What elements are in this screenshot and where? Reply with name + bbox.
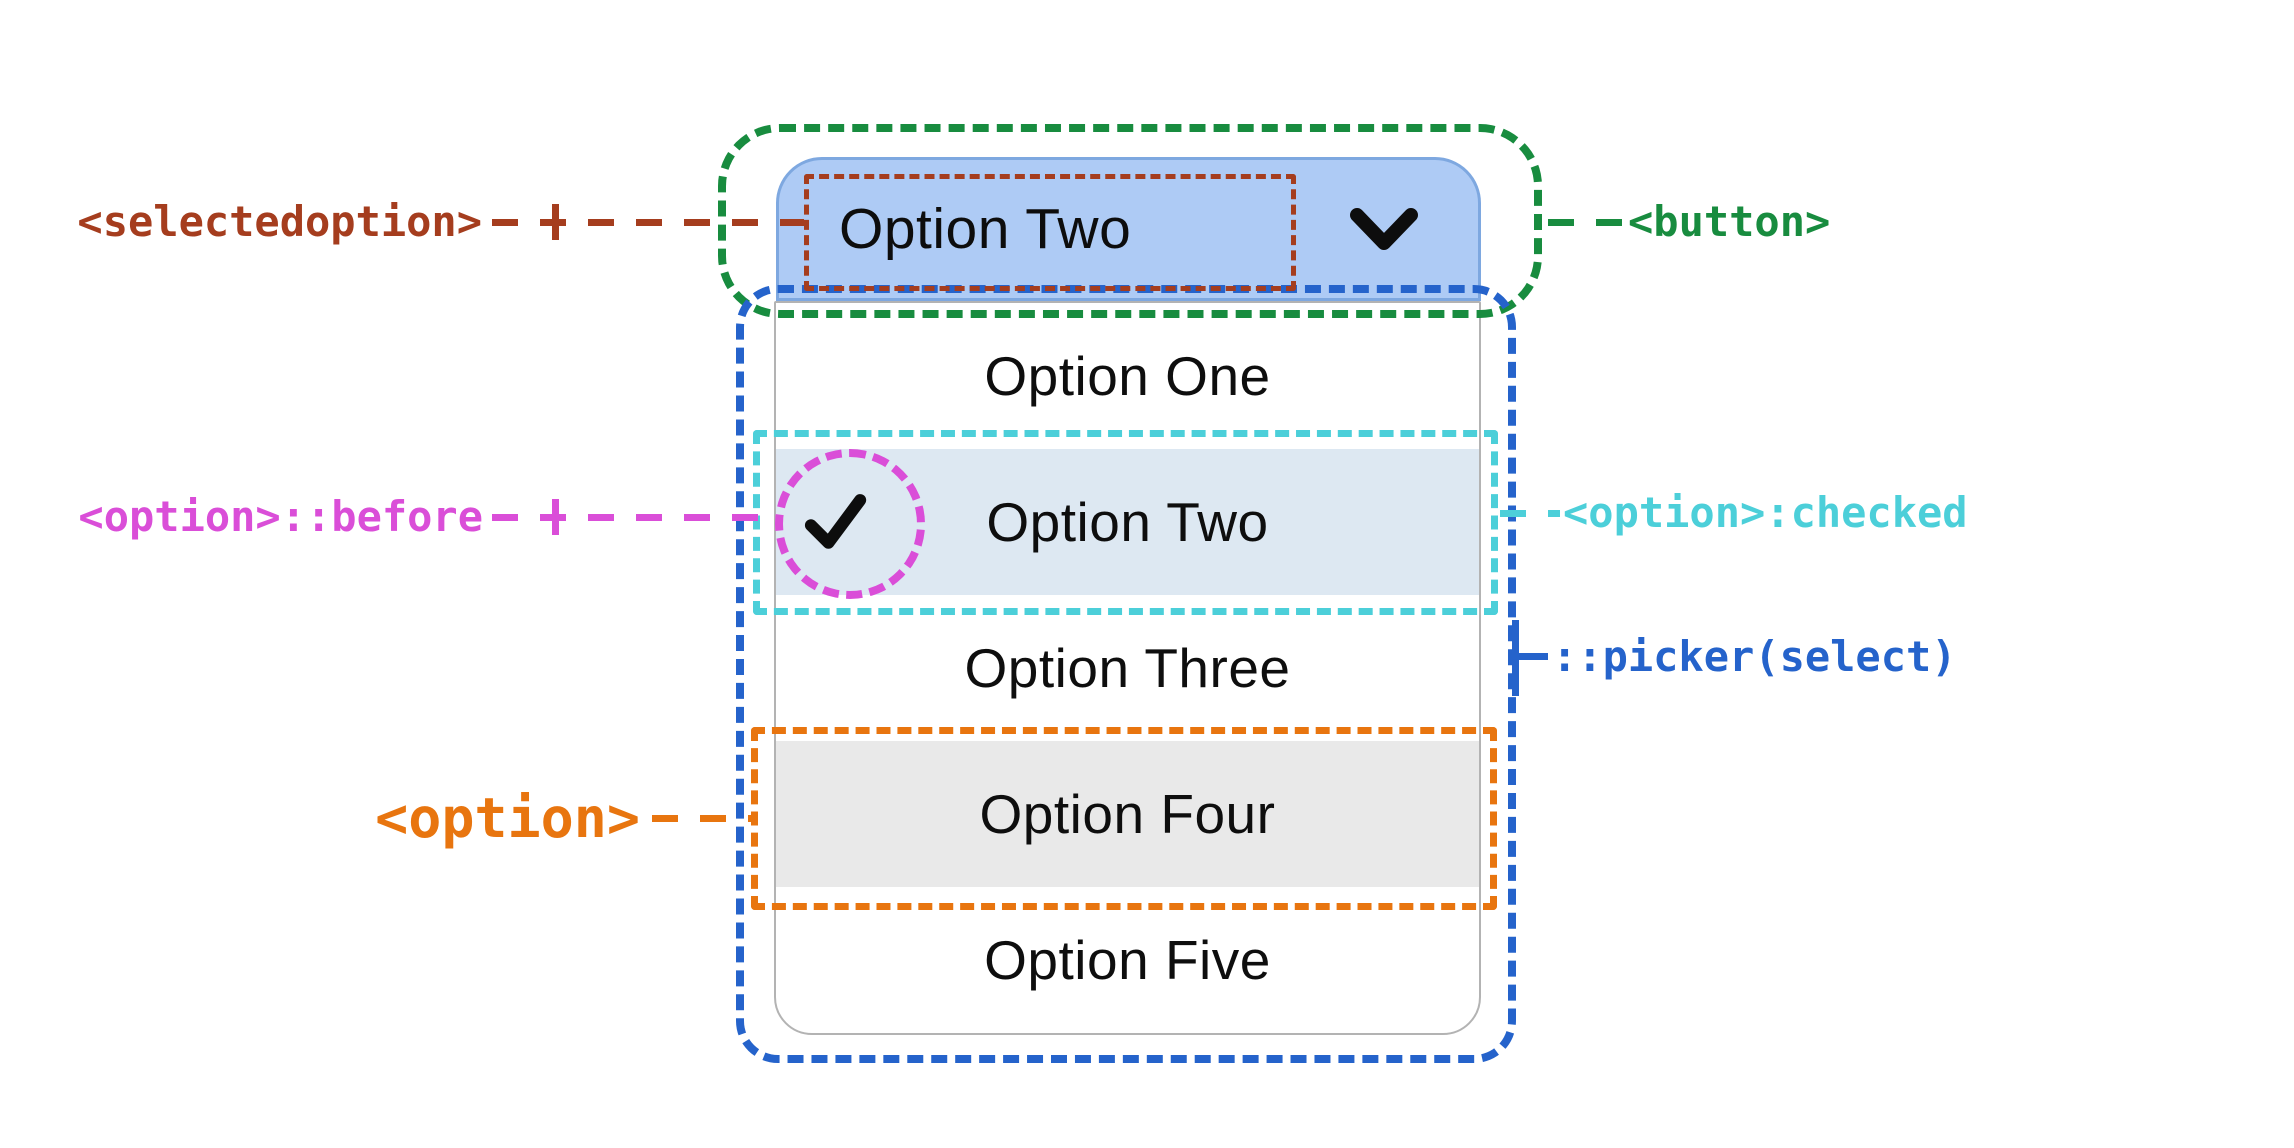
leader-option-before-tick — [552, 499, 559, 535]
leader-option-checked — [1500, 510, 1560, 517]
leader-selectedoption — [492, 219, 804, 226]
leader-button — [1548, 219, 1624, 226]
label-option: <option> — [375, 786, 640, 850]
option-label: Option One — [984, 345, 1271, 407]
leader-picker-tick — [1512, 653, 1548, 660]
leader-selectedoption-tick — [552, 204, 559, 240]
chevron-down-icon — [1350, 208, 1418, 250]
select-button[interactable]: Option Two — [776, 157, 1481, 301]
option-two-checked[interactable]: Option Two — [776, 449, 1479, 595]
option-three[interactable]: Option Three — [776, 595, 1479, 741]
checkmark-icon — [804, 494, 867, 549]
select-picker-dropdown: Option One Option Two Option Three Optio… — [774, 301, 1481, 1035]
label-picker: ::picker(select) — [1552, 632, 1957, 681]
option-five[interactable]: Option Five — [776, 887, 1479, 1033]
leader-option — [652, 815, 751, 822]
option-label: Option Two — [986, 491, 1269, 553]
option-label: Option Five — [984, 929, 1271, 991]
label-selectedoption: <selectedoption> — [77, 197, 482, 246]
leader-picker-stem — [1512, 620, 1519, 696]
selected-option-text: Option Two — [839, 197, 1132, 261]
label-option-checked: <option>:checked — [1563, 488, 1968, 537]
leader-option-before — [492, 514, 778, 521]
option-four-hovered[interactable]: Option Four — [776, 741, 1479, 887]
option-label: Option Three — [964, 637, 1291, 699]
label-button: <button> — [1628, 197, 1831, 246]
label-option-before: <option>::before — [78, 492, 483, 541]
option-label: Option Four — [979, 783, 1276, 845]
option-one[interactable]: Option One — [776, 303, 1479, 449]
